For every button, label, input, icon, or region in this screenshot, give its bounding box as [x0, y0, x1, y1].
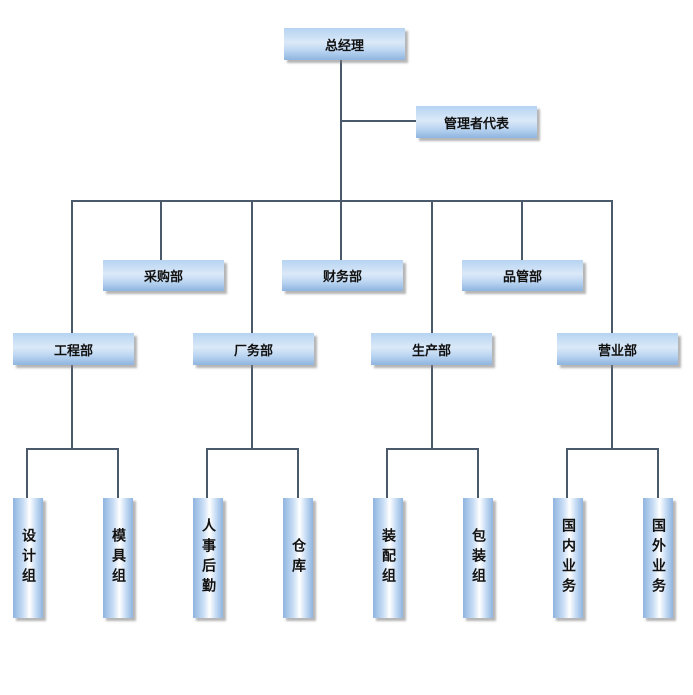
team-drop-packing: [477, 448, 479, 498]
representative-box: 管理者代表: [416, 106, 537, 138]
mold-team-box: 模具组: [103, 498, 133, 618]
team-drop-warehouse: [297, 448, 299, 498]
warehouse-team-box: 仓库: [283, 498, 313, 618]
engineering-dept-box: 工程部: [13, 333, 134, 365]
drop-line-quality: [521, 200, 523, 260]
quality-dept-box: 品管部: [462, 260, 583, 291]
production-dept-box: 生产部: [371, 333, 492, 365]
ceo-box: 总经理: [284, 28, 405, 60]
team-stem-production: [431, 365, 433, 449]
team-drop-overseas: [657, 448, 659, 498]
drop-line-sales: [611, 200, 613, 333]
drop-line-finance: [340, 200, 342, 260]
level1-horizontal-line: [71, 200, 613, 202]
finance-dept-box: 财务部: [282, 260, 403, 291]
drop-line-facilities: [251, 200, 253, 333]
team-stem-engineering: [71, 365, 73, 449]
team-bar-facilities: [206, 448, 299, 450]
team-drop-assembly: [386, 448, 388, 498]
team-bar-engineering: [26, 448, 119, 450]
team-stem-sales: [611, 365, 613, 449]
drop-line-engineering: [71, 200, 73, 333]
team-drop-hr: [206, 448, 208, 498]
hr-logistics-team-box: 人事后勤: [193, 498, 223, 618]
overseas-sales-team-box: 国外业务: [643, 498, 673, 618]
team-drop-domestic: [566, 448, 568, 498]
team-bar-sales: [566, 448, 659, 450]
team-drop-mold: [117, 448, 119, 498]
ceo-trunk-line: [340, 60, 342, 201]
packing-team-box: 包装组: [463, 498, 493, 618]
team-drop-design: [26, 448, 28, 498]
sales-dept-box: 营业部: [557, 333, 678, 365]
assembly-team-box: 装配组: [373, 498, 403, 618]
facilities-dept-box: 厂务部: [193, 333, 314, 365]
drop-line-production: [431, 200, 433, 333]
domestic-sales-team-box: 国内业务: [553, 498, 583, 618]
design-team-box: 设计组: [13, 498, 43, 618]
representative-connector-line: [340, 120, 416, 122]
team-bar-production: [386, 448, 479, 450]
drop-line-purchasing: [160, 200, 162, 260]
team-stem-facilities: [251, 365, 253, 449]
purchasing-dept-box: 采购部: [103, 260, 224, 291]
